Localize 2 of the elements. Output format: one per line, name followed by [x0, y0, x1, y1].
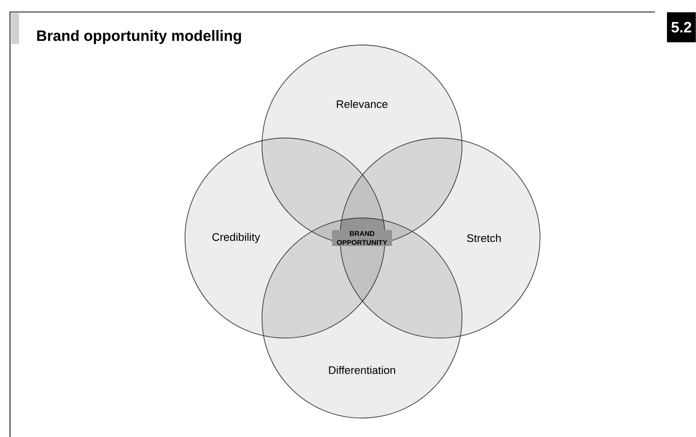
- figure-number: 5.2: [666, 12, 696, 42]
- title: Brand opportunity modelling: [37, 30, 242, 44]
